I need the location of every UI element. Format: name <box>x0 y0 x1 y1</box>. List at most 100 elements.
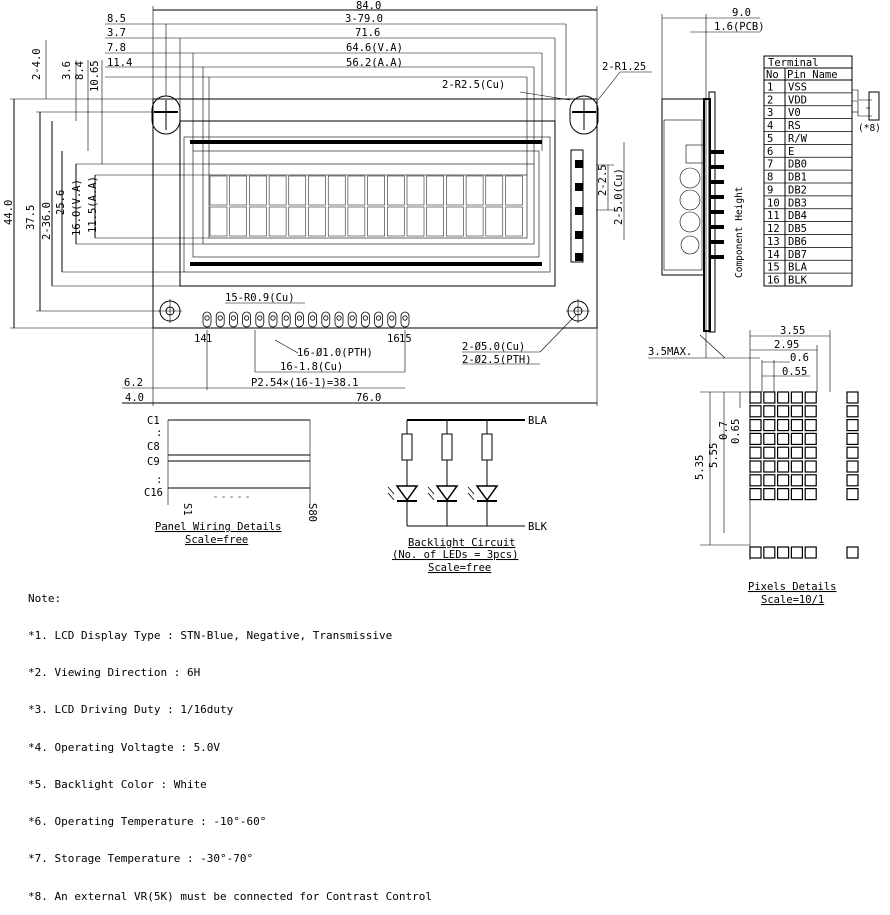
note-7: *7. Storage Temperature : -30°-70° <box>28 852 254 866</box>
bl-blk: BLK <box>528 521 548 533</box>
pin-hole <box>257 315 263 321</box>
char-cell <box>249 175 267 206</box>
char-cell <box>465 206 484 237</box>
char-cell <box>209 175 228 206</box>
bl-sub: (No. of LEDs = 3pcs) <box>392 549 518 561</box>
side-pin <box>710 165 724 169</box>
note-6: *6. Operating Temperature : -10°-60° <box>28 815 267 829</box>
character-cells <box>209 175 523 237</box>
panel-wiring: C1 : C8 C9 : C16 S1 S80 Panel Wiring Det… <box>144 415 318 546</box>
pin-14-label: 14 <box>194 333 207 345</box>
pin-hole <box>296 315 302 321</box>
pcb-outline <box>152 98 598 329</box>
px-title: Pixels Details <box>748 581 837 593</box>
terminal-no: 9 <box>767 184 773 196</box>
dim-4: 4.0 <box>125 392 144 404</box>
pin-hole <box>362 315 368 321</box>
pixel <box>749 391 762 404</box>
pin-hole <box>323 315 329 321</box>
terminal-pin-name: DB3 <box>788 197 807 209</box>
cursor-pixel <box>763 546 776 559</box>
char-cell <box>406 206 425 237</box>
pixel <box>804 446 817 459</box>
char-cell <box>229 206 247 237</box>
char-cell <box>387 206 405 237</box>
pin-pad <box>308 311 318 328</box>
vr-note: (*8) <box>858 123 881 134</box>
note-1: *1. LCD Display Type : STN-Blue, Negativ… <box>28 629 393 643</box>
terminal-no: 8 <box>767 172 773 184</box>
px-355: 3.55 <box>780 325 805 337</box>
terminal-no: 10 <box>767 197 780 209</box>
char-cell <box>406 175 425 206</box>
dim-37-5: 37.5 <box>25 205 37 230</box>
char-cell <box>288 206 307 237</box>
char-cell <box>327 175 346 206</box>
pixel <box>776 432 790 445</box>
terminal-pin-name: DB0 <box>788 159 807 171</box>
px-065: 0.65 <box>730 419 742 444</box>
dim-2-2-5: 2-2.5 <box>597 164 609 196</box>
cursor-pixel <box>846 546 859 559</box>
wiring-dot1: : <box>156 427 162 439</box>
wiring-c16: C16 <box>144 487 163 499</box>
pin-pad <box>228 311 238 328</box>
pin-pad <box>268 311 278 328</box>
terminal-no: 12 <box>767 223 780 235</box>
pixel <box>763 391 776 404</box>
pixel <box>776 446 790 459</box>
pixel <box>763 419 776 432</box>
pixel <box>763 460 776 473</box>
pixel <box>790 488 804 501</box>
pixel <box>804 405 817 418</box>
char-cell <box>426 206 444 237</box>
pixel <box>790 391 804 404</box>
wiring-s80: S80 <box>306 503 318 522</box>
terminal-pin-name: DB4 <box>788 210 807 222</box>
pixel <box>846 419 859 432</box>
pixel <box>790 432 804 445</box>
pixel <box>763 474 776 487</box>
led <box>435 485 459 502</box>
px-555: 5.55 <box>708 443 720 468</box>
pixel <box>790 474 804 487</box>
pixel <box>790 460 804 473</box>
wiring-c8: C8 <box>147 441 160 453</box>
dim-16-va: 16.0(V.A) <box>71 179 83 236</box>
pixel <box>749 488 762 501</box>
component-height-label: Component Height <box>734 186 745 278</box>
mount-slot-left <box>151 95 181 135</box>
viewing-area <box>202 163 535 245</box>
pixels-details: 3.55 2.95 0.6 0.55 5.35 5.55 0.7 0.65 Pi… <box>694 325 859 606</box>
px-06: 0.6 <box>790 352 809 364</box>
char-cell <box>505 206 523 237</box>
px-535: 5.35 <box>694 455 706 480</box>
pixel <box>763 446 776 459</box>
pixel <box>776 405 790 418</box>
dim-76: 76.0 <box>356 392 381 404</box>
pixel <box>763 405 776 418</box>
side-pin <box>710 195 724 199</box>
dim-11-4: 11.4 <box>107 57 132 69</box>
pin-hole <box>217 315 223 321</box>
pin-hole <box>230 315 236 321</box>
side-pins <box>710 150 724 259</box>
hole-cu-label: 2-Ø5.0(Cu) <box>462 341 525 353</box>
wiring-scale: Scale=free <box>185 534 248 546</box>
px-055: 0.55 <box>782 366 807 378</box>
active-area <box>208 174 528 239</box>
px-scale: Scale=10/1 <box>761 594 824 606</box>
resistor <box>481 433 493 461</box>
side-view: 9.0 1.6(PCB) Component Height 3.5MAX. <box>648 7 765 359</box>
dim-6-2: 6.2 <box>124 377 143 389</box>
pin-pad <box>321 311 331 328</box>
pixel <box>749 419 762 432</box>
char-cell <box>387 175 405 206</box>
char-cell <box>446 206 464 237</box>
side-pin <box>710 225 724 229</box>
pixel <box>846 405 859 418</box>
dim-56-2: 56.2(A.A) <box>346 57 403 69</box>
dim-2-4: 2-4.0 <box>31 48 43 80</box>
side-pin <box>710 210 724 214</box>
bl-scale: Scale=free <box>428 562 491 574</box>
